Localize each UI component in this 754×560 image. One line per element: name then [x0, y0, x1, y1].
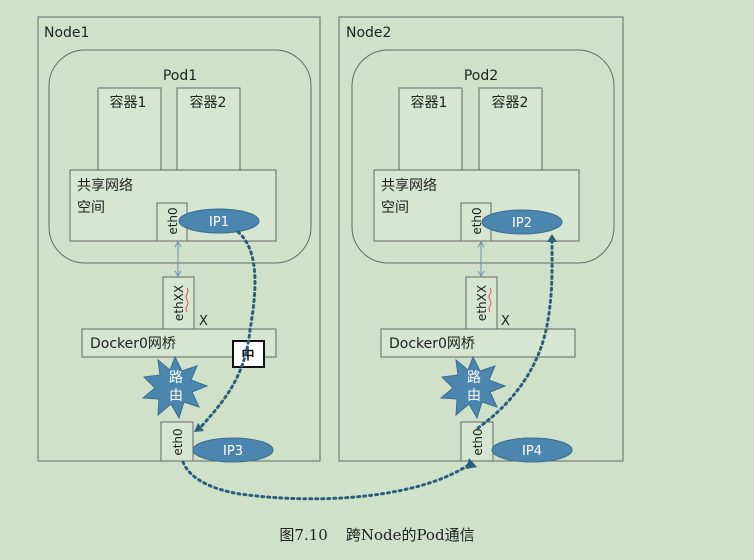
figure-caption: 图7.10 跨Node的Pod通信: [0, 524, 754, 545]
arrowhead-node1-eth0: [194, 423, 204, 432]
node2-ip-label: IP4: [522, 444, 542, 459]
pod2-container2-label: 容器2: [492, 94, 529, 111]
pod1-shared-net-line2: 空间: [77, 200, 105, 216]
pod1-container2-label: 容器2: [190, 94, 227, 111]
pod1-ip-label: IP1: [209, 215, 229, 230]
node1-docker0-label: Docker0网桥: [90, 336, 176, 352]
pod1-container1: [97, 87, 162, 171]
node2-ip-ellipse: [491, 437, 573, 463]
node2-eth0-label: eth0: [471, 428, 485, 455]
path-node1-to-node2: [181, 460, 472, 501]
node2-ethxx-box: [465, 276, 498, 330]
pod2-eth0-label: eth0: [470, 207, 484, 234]
node1-ip-label: IP3: [223, 444, 243, 459]
node2-route-line1: 路: [467, 370, 481, 386]
node1-ethxx-label: ethXX: [172, 285, 186, 321]
packet-path: [181, 230, 554, 501]
node1-route-line2: 由: [169, 388, 183, 404]
pod1-shared-net-line1: 共享网络: [77, 177, 133, 194]
node1-eth0-box: [160, 421, 194, 462]
pod2-ip-label: IP2: [512, 216, 532, 231]
node1: Node1 Pod1 容器1 容器2 共享网络 空间 eth0 IP1 ethX…: [37, 16, 321, 463]
node1-route-line1: 路: [169, 370, 183, 386]
node2-x-mark: X: [501, 314, 510, 329]
node2-title: Node2: [346, 25, 391, 41]
path-node2-eth0-to-ip2: [476, 238, 554, 430]
node1-title: Node1: [44, 25, 89, 41]
pod1-container2: [176, 87, 241, 171]
node2-spellcheck-squiggle: [488, 287, 492, 313]
pod1-ip-ellipse: [178, 208, 260, 234]
pod2-ip-ellipse: [481, 209, 563, 235]
node1-route-starburst: [141, 355, 209, 420]
arrowhead-node2-eth0: [466, 458, 477, 469]
pod1-veth-arrowheads: [174, 241, 182, 277]
node2-docker0-label: Docker0网桥: [389, 336, 475, 352]
node1-ethxx-box: [162, 276, 195, 330]
pod2-container1: [398, 87, 463, 171]
pod2-shared-net-line1: 共享网络: [381, 177, 437, 194]
node2-ethxx-label: ethXX: [475, 285, 489, 321]
pod2-veth-arrowheads: [477, 241, 485, 277]
node1-spellcheck-squiggle: [185, 287, 189, 313]
node2-route-starburst: [439, 355, 507, 420]
pod2-container2: [478, 87, 543, 171]
pod2-shared-net-line2: 空间: [381, 200, 409, 216]
pod2-container1-label: 容器1: [411, 94, 448, 111]
pod1-eth0-label: eth0: [166, 207, 180, 234]
arrowhead-ip2: [547, 234, 557, 242]
pod1-container1-label: 容器1: [110, 94, 147, 111]
path-ip1-to-node1-eth0: [198, 230, 257, 430]
pod2-title: Pod2: [464, 68, 498, 84]
figure-caption-text: 跨Node的Pod通信: [345, 526, 475, 544]
node1-x-mark: X: [199, 314, 208, 329]
node2: Node2 Pod2 容器1 容器2 共享网络 空间 eth0 IP2 ethX…: [338, 16, 624, 463]
node2-route-line2: 由: [467, 388, 481, 404]
figure-number: 图7.10: [279, 526, 328, 544]
node1-ip-ellipse: [192, 437, 274, 463]
pod1-title: Pod1: [163, 68, 197, 84]
node1-eth0-label: eth0: [171, 428, 185, 455]
